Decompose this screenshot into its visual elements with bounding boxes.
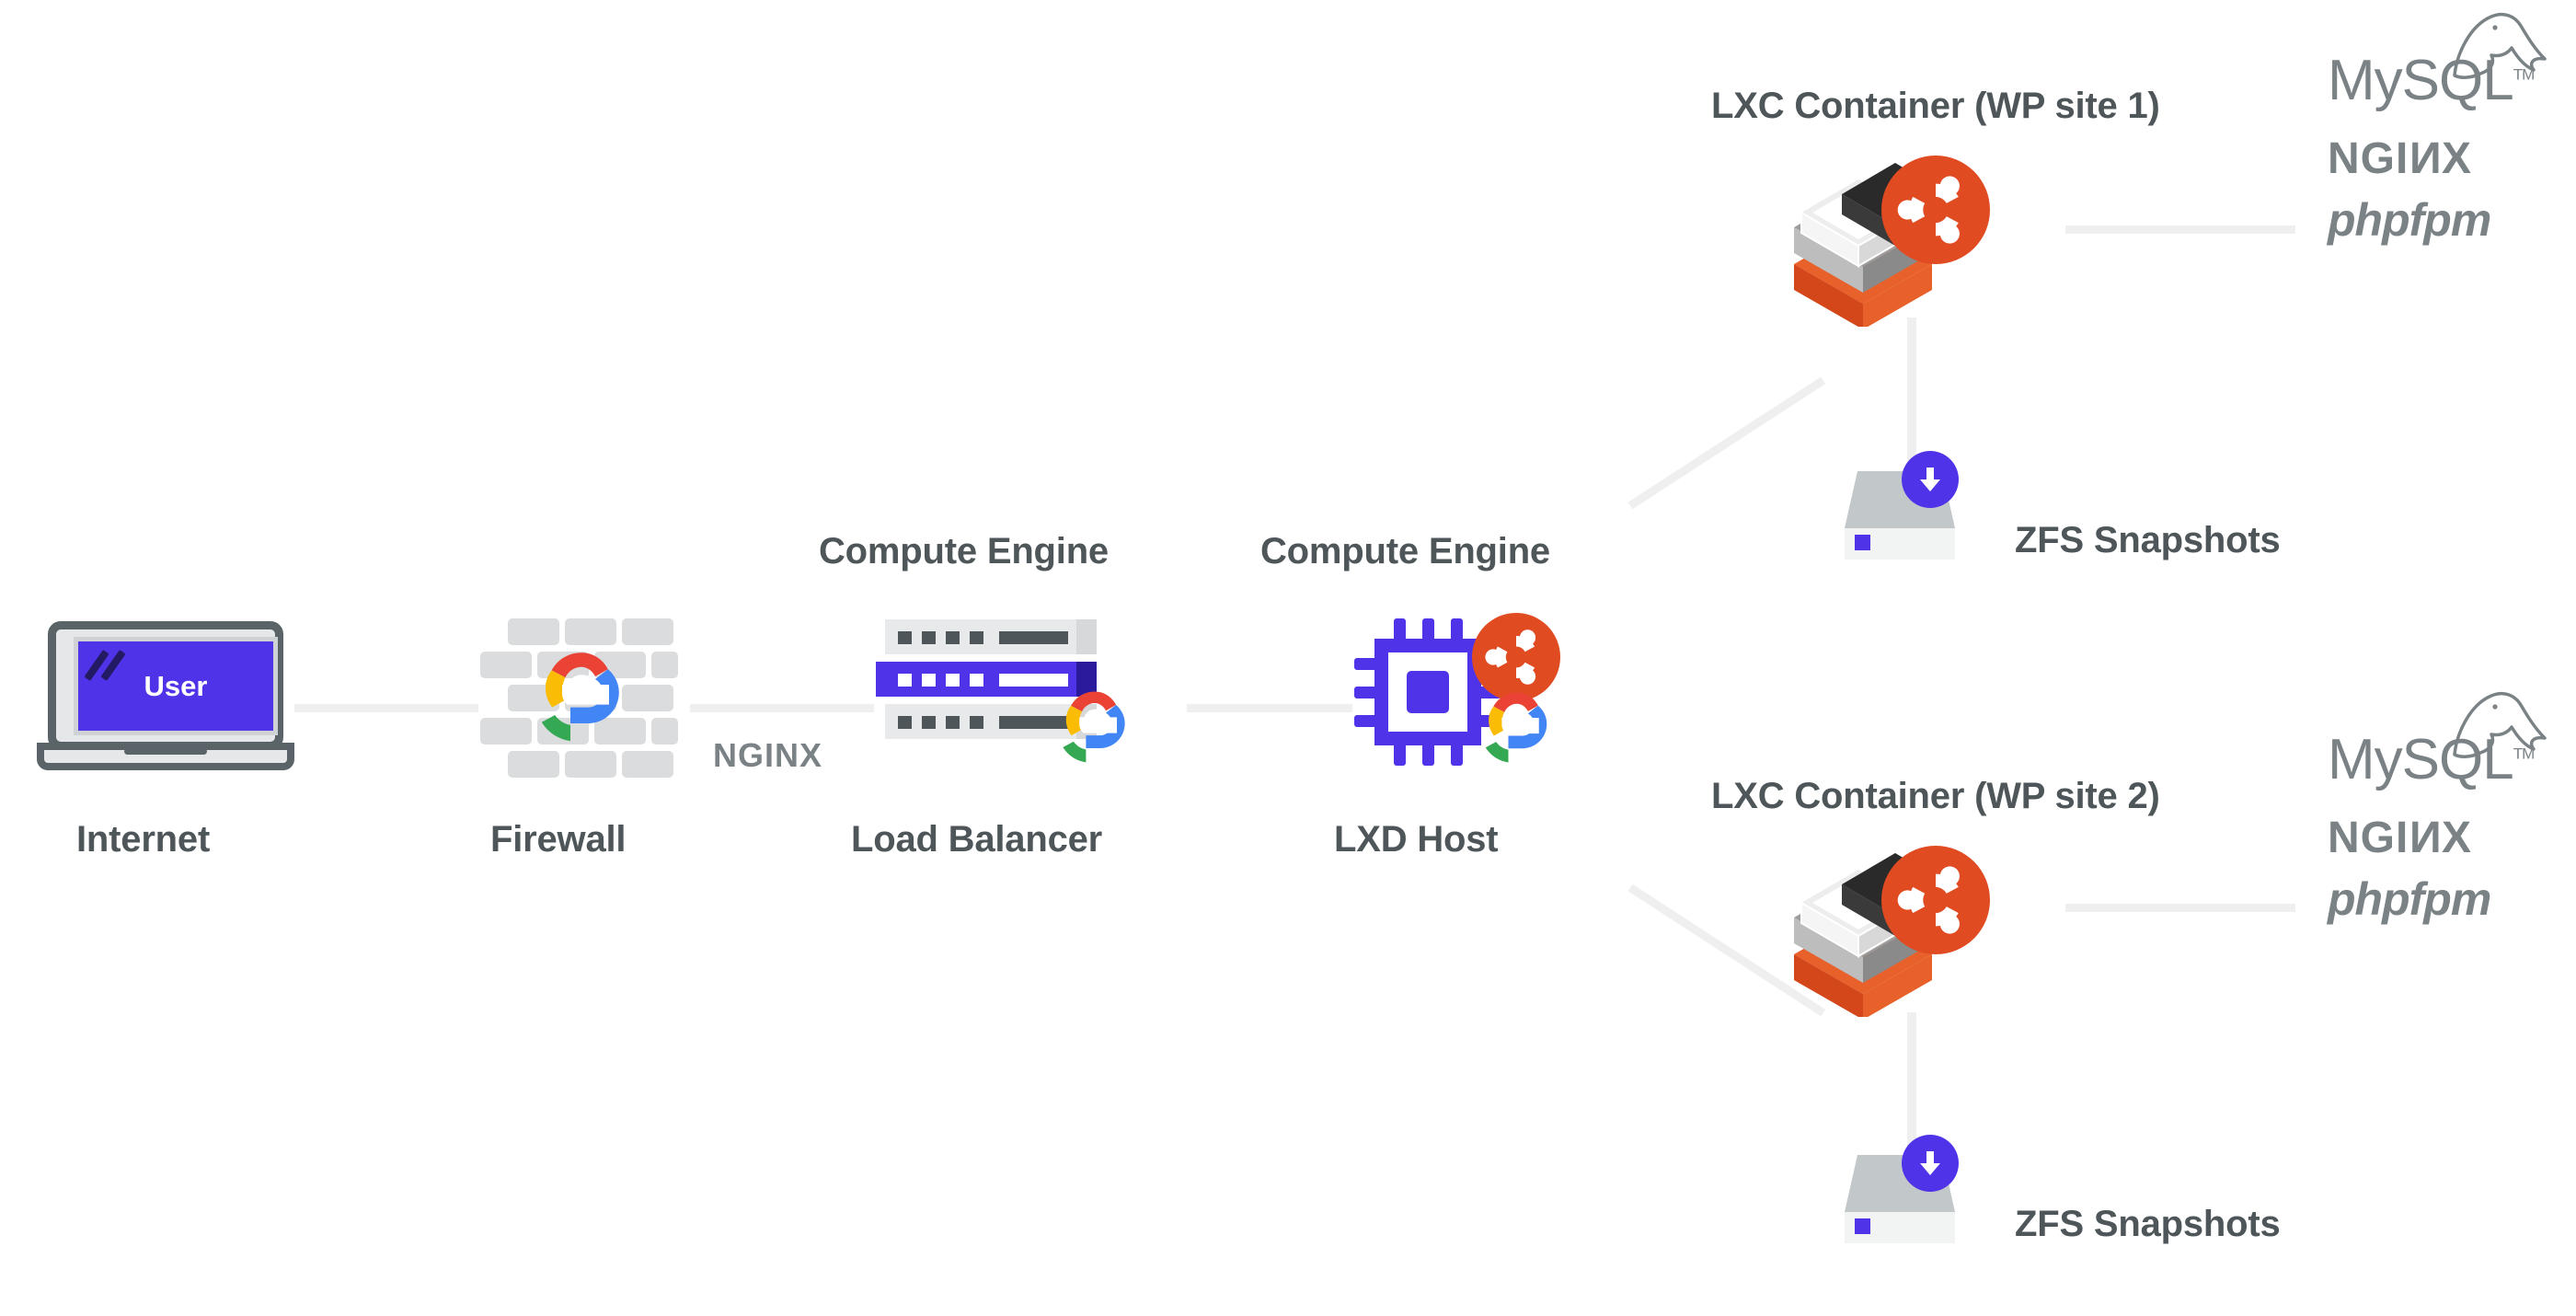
title-container-2: LXC Container (WP site 2) bbox=[1711, 776, 2160, 816]
nginx-part-3: X bbox=[2442, 134, 2473, 183]
connector-container2-stack bbox=[2065, 904, 2295, 912]
connector-loadbalancer-lxdhost bbox=[1187, 704, 1352, 712]
label-lxd-host: LXD Host bbox=[1334, 819, 1499, 860]
rack-row-active bbox=[876, 662, 1097, 697]
google-cloud-icon bbox=[1063, 691, 1125, 763]
node-container-2[interactable] bbox=[1785, 846, 1990, 1022]
laptop-icon: User bbox=[37, 621, 294, 778]
label-firewall: Firewall bbox=[490, 819, 627, 860]
download-arrow-icon bbox=[1902, 451, 1959, 508]
label-load-balancer: Load Balancer bbox=[851, 819, 1103, 860]
mysql-dolphin-icon bbox=[2453, 691, 2547, 758]
mysql-dolphin-icon bbox=[2453, 12, 2547, 79]
mysql-label: MySQL bbox=[2328, 49, 2514, 112]
nginx-part-1: NGI bbox=[2328, 814, 2409, 862]
connector-container1-stack bbox=[2065, 225, 2295, 234]
laptop-base bbox=[37, 743, 294, 770]
laptop-screen: User bbox=[74, 637, 278, 735]
phpfpm-logo-text: phpfpm bbox=[2328, 873, 2491, 925]
title-load-balancer: Compute Engine bbox=[819, 531, 1109, 571]
server-rack-icon bbox=[876, 619, 1097, 739]
label-snapshots-2: ZFS Snapshots bbox=[2015, 1204, 2281, 1244]
nginx-part-3: X bbox=[2442, 814, 2473, 862]
brick-wall-icon bbox=[480, 618, 678, 778]
rack-row bbox=[885, 704, 1097, 739]
connector-container2-snapshots2 bbox=[1907, 1012, 1916, 1155]
google-cloud-icon bbox=[541, 652, 619, 742]
connector-internet-firewall bbox=[294, 704, 478, 712]
rack-row bbox=[885, 619, 1097, 654]
nginx-logo-text: NGINX bbox=[2328, 133, 2472, 184]
ubuntu-icon bbox=[1472, 613, 1560, 701]
nginx-part-1: NGI bbox=[2328, 134, 2409, 183]
connector-firewall-loadbalancer bbox=[690, 704, 874, 712]
connector-container1-snapshots1 bbox=[1907, 317, 1916, 469]
ubuntu-icon bbox=[1881, 846, 1990, 954]
nginx-part-2: N bbox=[2409, 134, 2443, 183]
mysql-label: MySQL bbox=[2328, 728, 2514, 791]
nginx-part-2: N bbox=[2409, 814, 2443, 862]
storage-led bbox=[1855, 1218, 1870, 1234]
protocol-label-nginx: NGINX bbox=[713, 736, 822, 775]
mysql-tm: TM bbox=[2513, 65, 2536, 84]
protocol-label-text: NGINX bbox=[713, 736, 823, 774]
title-container-1: LXC Container (WP site 1) bbox=[1711, 86, 2160, 126]
ubuntu-icon bbox=[1881, 156, 1990, 264]
label-snapshots-1: ZFS Snapshots bbox=[2015, 520, 2281, 560]
connector-lxdhost-container1 bbox=[1627, 376, 1826, 510]
title-lxd-host: Compute Engine bbox=[1260, 531, 1550, 571]
download-arrow-icon bbox=[1902, 1135, 1959, 1192]
label-internet: Internet bbox=[76, 819, 211, 860]
storage-led bbox=[1855, 535, 1870, 550]
google-cloud-icon bbox=[1485, 692, 1547, 763]
mysql-tm: TM bbox=[2513, 745, 2536, 763]
laptop-body: User bbox=[48, 621, 283, 750]
laptop-screen-label: User bbox=[144, 669, 208, 702]
nginx-logo-text: NGINX bbox=[2328, 813, 2472, 863]
phpfpm-logo-text: phpfpm bbox=[2328, 194, 2491, 246]
mysql-logo-text: MySQLTM bbox=[2328, 48, 2536, 113]
laptop-notch bbox=[124, 748, 207, 755]
node-container-1[interactable] bbox=[1785, 156, 1990, 331]
mysql-logo-text: MySQLTM bbox=[2328, 727, 2536, 792]
